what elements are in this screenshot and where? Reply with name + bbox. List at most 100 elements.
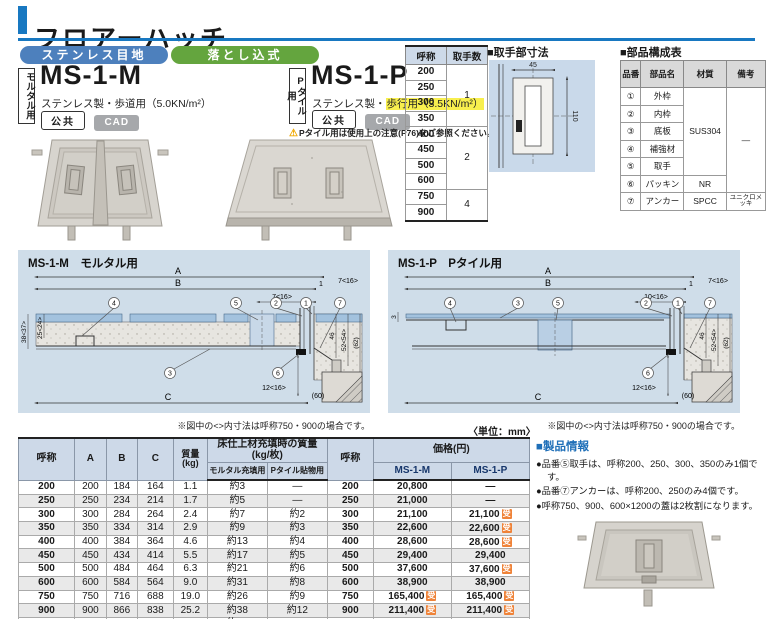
dim-note-left: ※図中の<>内寸法は呼称750・900の場合です。	[177, 421, 370, 431]
drawing-title: MS-1-M モルタル用	[28, 256, 138, 270]
drawing-panel-ms1m: MS-1-M モルタル用 A B 1 7<16> 7<16>	[18, 250, 370, 413]
col-header: 品番	[619, 60, 642, 88]
dim-b: B	[545, 278, 551, 288]
product-photo-ms1p	[225, 139, 393, 241]
dim-b: B	[175, 278, 181, 288]
ref-2: 2	[274, 301, 278, 308]
ref-2: 2	[644, 301, 648, 308]
dim-46: 46	[329, 332, 336, 340]
ref-4: 4	[448, 301, 452, 308]
col-header: A	[74, 437, 107, 481]
dim-a: A	[175, 266, 181, 276]
col-header: 呼称	[326, 437, 374, 481]
spec-price-table: 呼称 A B C 質量 (kg) 床仕上材充填時の質量(kg/枚) 呼称 価格(…	[18, 437, 530, 619]
info-bullet: ●品番⑤取手は、呼称200、250、300、350のみ1個です。	[536, 459, 758, 482]
dim-3: 3	[391, 315, 398, 319]
dim-52-54: 52<54>	[341, 329, 348, 351]
header-underline	[18, 38, 755, 41]
ref-3: 3	[168, 371, 172, 378]
product-info-heading: ■製品情報	[536, 441, 589, 453]
col-header: 取手数	[446, 45, 488, 65]
dim-60: (60)	[682, 393, 694, 400]
dim-62: (62)	[353, 337, 360, 349]
ref-3: 3	[516, 301, 520, 308]
order-badge: 受	[501, 509, 512, 520]
product-left-model: MS-1-M	[40, 60, 142, 90]
product-info-panel: ■製品情報 ●品番⑤取手は、呼称200、250、300、350のみ1個です。 ●…	[536, 438, 762, 619]
product-left-subtitle: ステンレス製・歩道用（5.0KN/m²）	[41, 98, 212, 110]
col-header: 部品名	[640, 60, 685, 88]
dim-25-24: 25<24>	[37, 317, 44, 339]
product-photo-ms1m	[31, 139, 169, 241]
dim-38-37: 38<37>	[21, 321, 28, 343]
order-badge: 受	[501, 563, 512, 574]
col-header: C	[136, 437, 174, 481]
order-badge: 受	[501, 536, 512, 547]
dim-46: 46	[699, 332, 706, 340]
handle-dim-diagram: 45 110	[489, 60, 595, 172]
category-badge-stainless-joint: ステンレス目地	[20, 46, 168, 64]
col-header: 呼称	[18, 437, 75, 481]
ref-6: 6	[276, 371, 280, 378]
product-photo-small	[577, 521, 721, 607]
info-photo	[536, 516, 762, 619]
ref-7: 7	[338, 301, 342, 308]
col-header-group: 床仕上材充填時の質量(kg/枚)	[206, 437, 328, 463]
category-badge-drop-in: 落とし込式	[171, 46, 319, 64]
dim-7-16: 7<16>	[708, 278, 728, 285]
dim-note-right: ※図中の<>内寸法は呼称750・900の場合です。	[547, 421, 740, 431]
dim-12-16: 12<16>	[262, 385, 286, 392]
product-left-side-label: モルタル用	[18, 68, 35, 124]
ref-6: 6	[646, 371, 650, 378]
cad-badge: CAD	[94, 114, 140, 131]
product-right-side-label: Pタイル用	[285, 68, 306, 124]
order-badge: 受	[426, 591, 437, 602]
dim-c: C	[165, 392, 172, 402]
col-header: MS-1-M	[372, 462, 452, 481]
section-drawing-ms1m: MS-1-M モルタル用 A B 1 7<16> 7<16>	[21, 256, 363, 405]
section-drawing-ms1p: MS-1-P Pタイル用 A B 1 7<16> 10<16>	[391, 256, 733, 405]
spec-row: 600×1200600×1185584564×1149—約31—600×1200…	[18, 616, 530, 619]
header-accent-bar	[18, 6, 27, 34]
col-header: 呼称	[405, 45, 447, 65]
col-header-group: 価格(円)	[372, 437, 530, 463]
product-right-model: MS-1-P	[311, 60, 409, 90]
product-left-badges: 公共 CAD	[41, 111, 140, 131]
col-header: 備考	[725, 60, 766, 88]
table-row: 900	[405, 204, 488, 222]
order-badge: 受	[504, 605, 515, 616]
ref-5: 5	[556, 301, 560, 308]
order-badge: 受	[504, 591, 515, 602]
dim-10-16: 10<16>	[644, 294, 668, 301]
product-right-badges: 公共 CAD	[312, 110, 411, 130]
table-row: 300	[405, 95, 488, 112]
dim-52-54: 52<54>	[711, 329, 718, 351]
dim-7-16: 7<16>	[272, 294, 292, 301]
order-badge: 受	[501, 522, 512, 533]
dim-1: 1	[689, 281, 693, 288]
handle-dim-heading: ■取手部寸法	[487, 47, 549, 59]
dim-60: (60)	[312, 393, 324, 400]
info-bullet: ●品番⑦アンカーは、呼称200、250のみ4個です。	[536, 486, 744, 497]
ref-1: 1	[676, 301, 680, 308]
ref-7: 7	[708, 301, 712, 308]
cad-badge: CAD	[365, 113, 411, 130]
